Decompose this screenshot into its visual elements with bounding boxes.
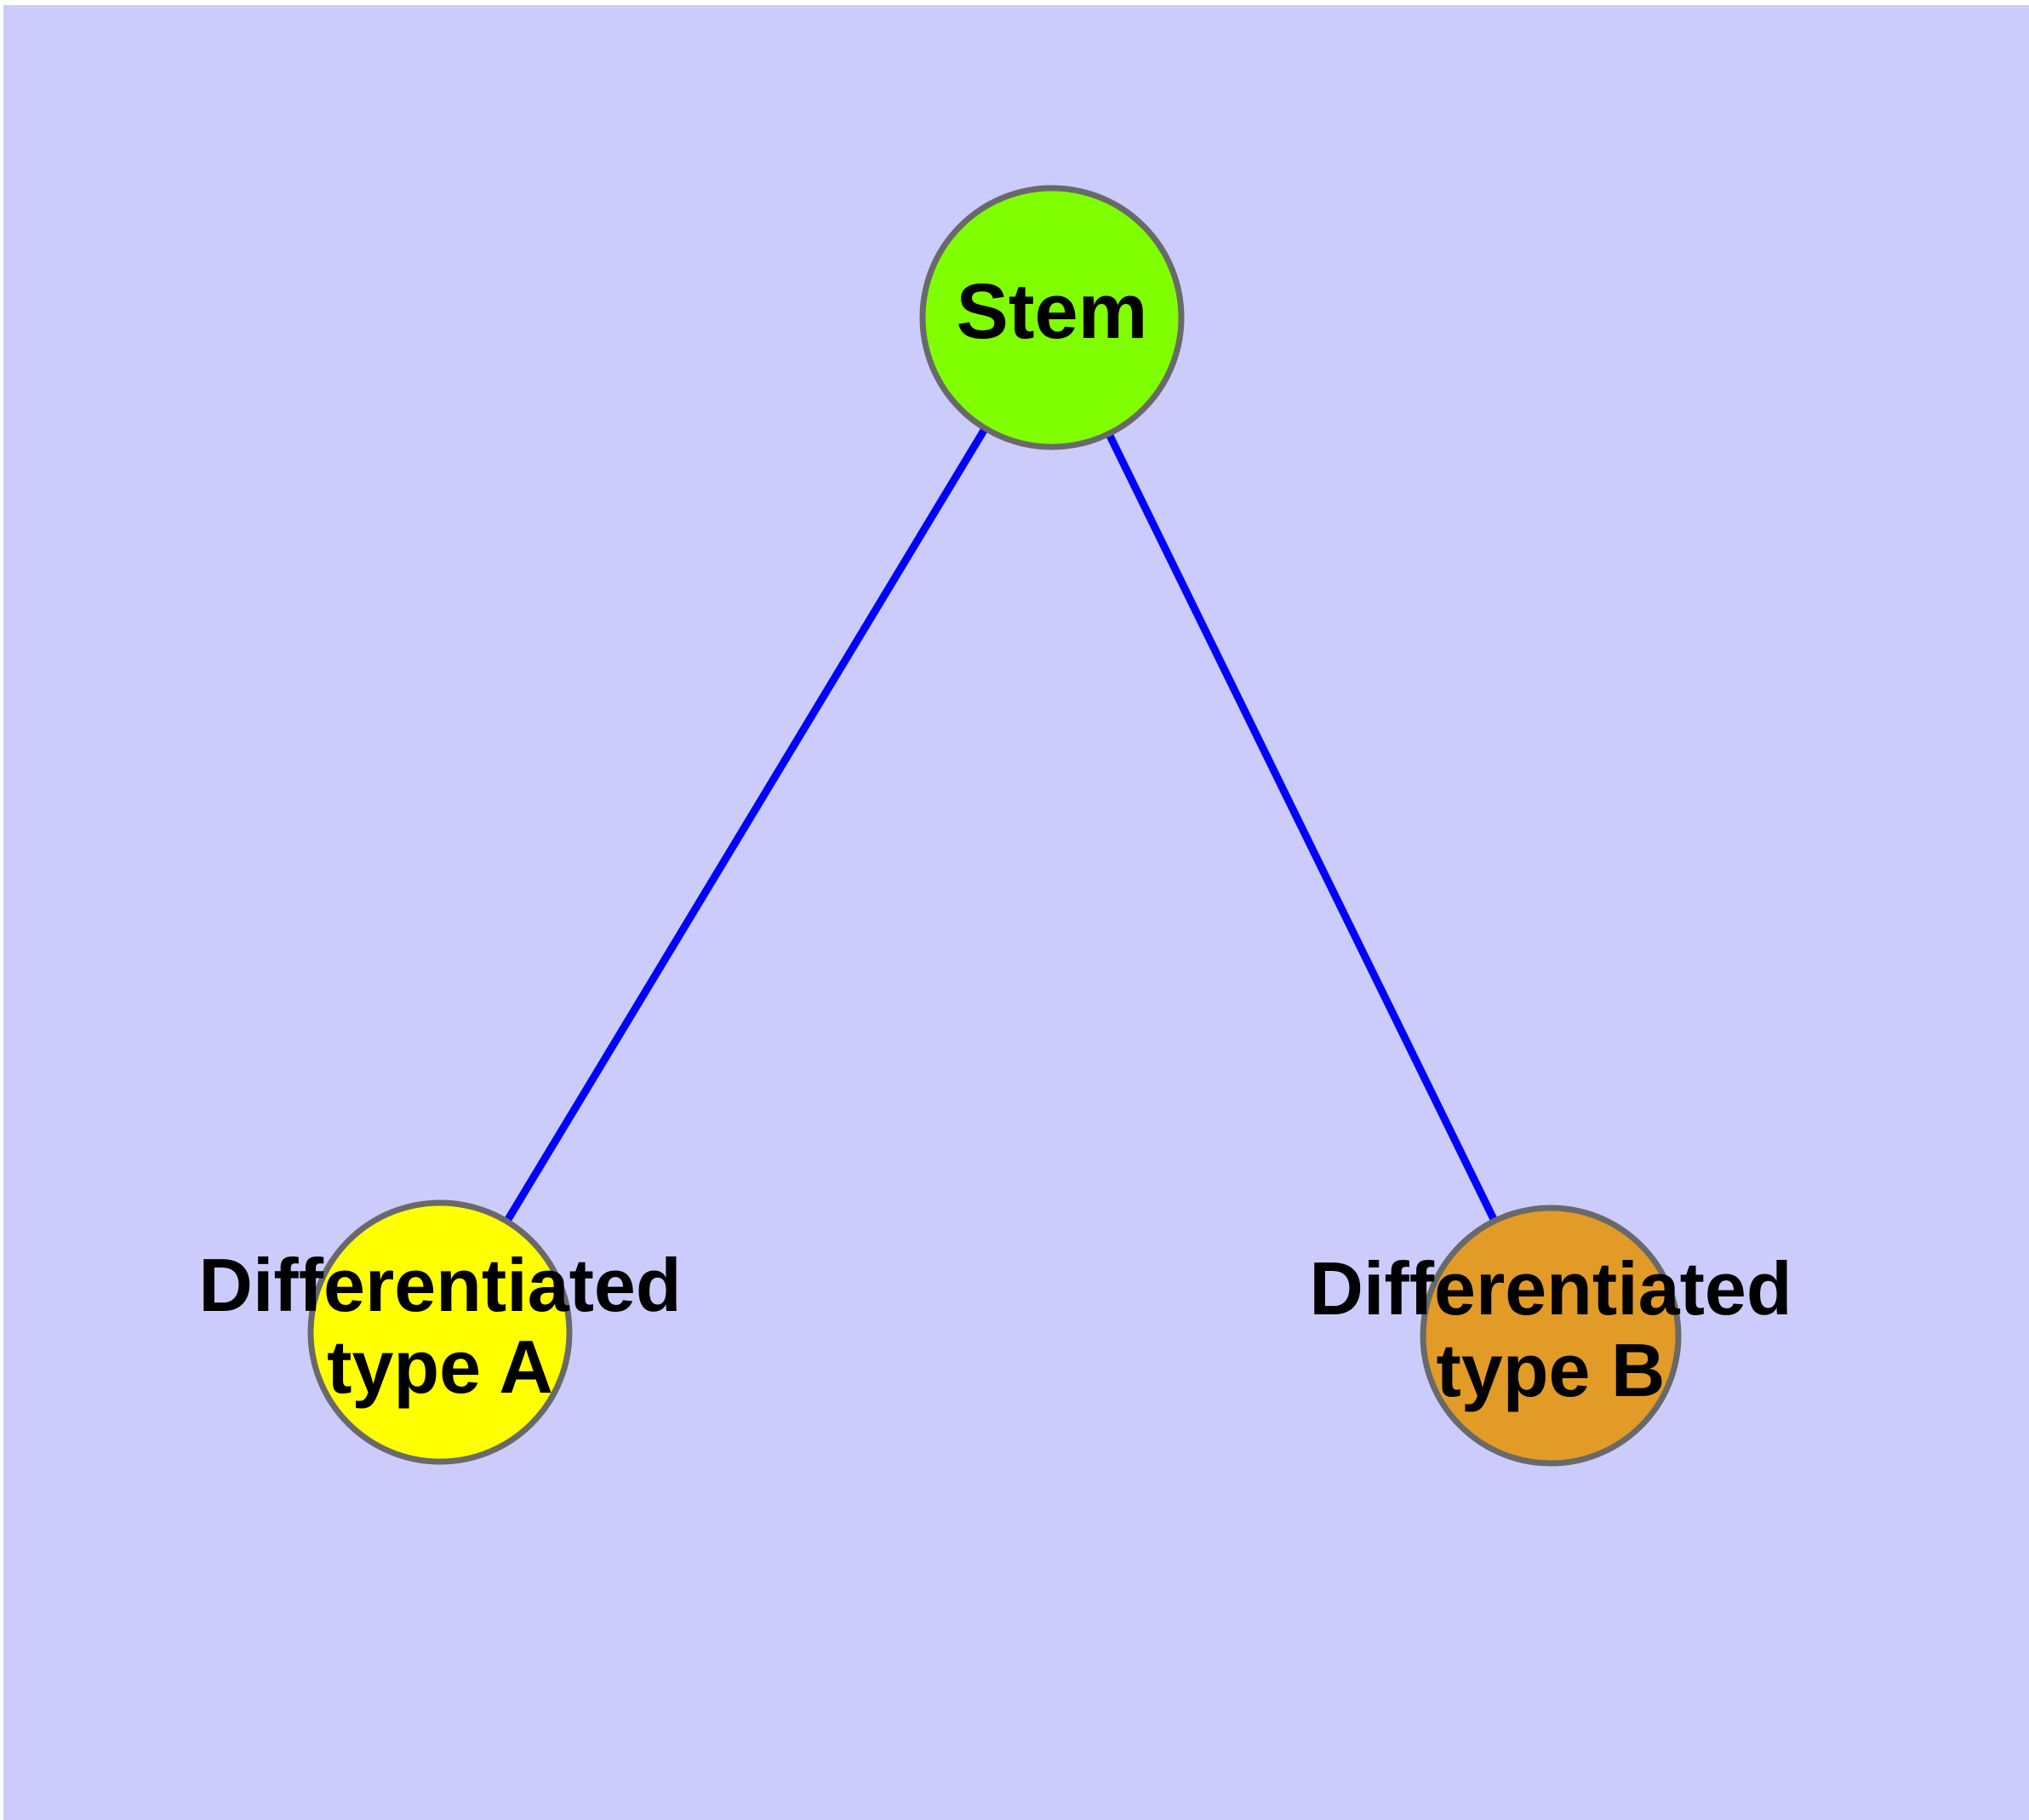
node-label-line: Differentiated (198, 1243, 681, 1327)
edges-group (437, 315, 1555, 1337)
node-label-line: type A (327, 1325, 553, 1409)
node-label-stem: Stem (957, 268, 1148, 355)
node-label-line: Differentiated (1309, 1246, 1792, 1331)
edge-stem-to-diff-a[interactable] (437, 315, 1055, 1335)
node-label-line: Stem (957, 268, 1148, 355)
node-diff_a[interactable] (307, 1199, 573, 1465)
node-label-line: type B (1437, 1328, 1666, 1412)
nodes-group (307, 185, 1682, 1467)
node-stem[interactable] (919, 185, 1185, 450)
edge-stem-to-diff-b[interactable] (1048, 316, 1555, 1337)
node-diff_b[interactable] (1420, 1205, 1682, 1467)
